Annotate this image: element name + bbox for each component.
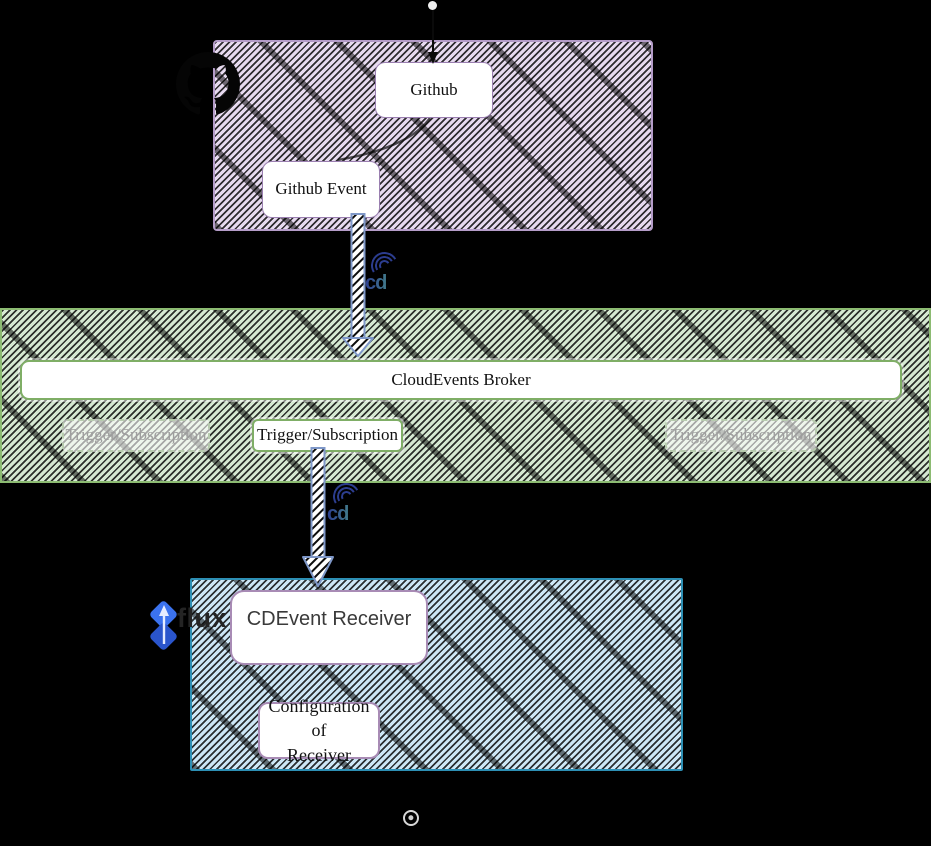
node-cdevent-receiver: CDEvent Receiver — [230, 590, 428, 665]
arrow-trigger-to-receiver — [302, 447, 334, 587]
node-cloudevents-broker: CloudEvents Broker — [20, 360, 902, 400]
github-icon — [176, 52, 240, 115]
cdevents-logo: cd — [326, 480, 364, 526]
cdevents-logo: cd — [364, 249, 402, 295]
node-configuration-of-receiver: Configuration of Receiver — [258, 696, 380, 765]
node-github-event: Github Event — [262, 161, 380, 218]
trigger-label: Trigger/Subscription — [65, 425, 207, 445]
cdevents-logo-label: cd — [365, 272, 387, 294]
arrow-github-event-to-broker — [342, 213, 374, 357]
flux-logo: flux — [146, 596, 236, 654]
node-github-event-label: Github Event — [275, 179, 367, 199]
cdevents-logo-label: cd — [327, 503, 349, 525]
edge-github-to-github-event — [337, 117, 431, 162]
node-trigger-subscription-inactive-left: Trigger/Subscription — [62, 419, 210, 452]
end-marker-dot — [408, 815, 414, 821]
start-marker — [428, 1, 437, 10]
node-cloudevents-broker-label: CloudEvents Broker — [391, 369, 531, 389]
flux-arrow-icon — [159, 605, 169, 644]
node-trigger-subscription-active: Trigger/Subscription — [252, 419, 403, 452]
flux-logo-label: flux — [177, 603, 228, 633]
trigger-label: Trigger/Subscription — [256, 425, 399, 445]
arrow-start-to-github — [428, 8, 438, 64]
node-github: Github — [375, 62, 493, 118]
config-label-line1: Configuration of — [268, 696, 370, 741]
end-marker — [403, 810, 419, 826]
node-cdevent-receiver-label: CDEvent Receiver — [246, 608, 412, 630]
config-label-line2: Receiver — [287, 744, 351, 765]
trigger-label: Trigger/Subscription — [670, 425, 812, 445]
node-github-label: Github — [410, 79, 458, 99]
node-trigger-subscription-inactive-right: Trigger/Subscription — [665, 419, 817, 452]
